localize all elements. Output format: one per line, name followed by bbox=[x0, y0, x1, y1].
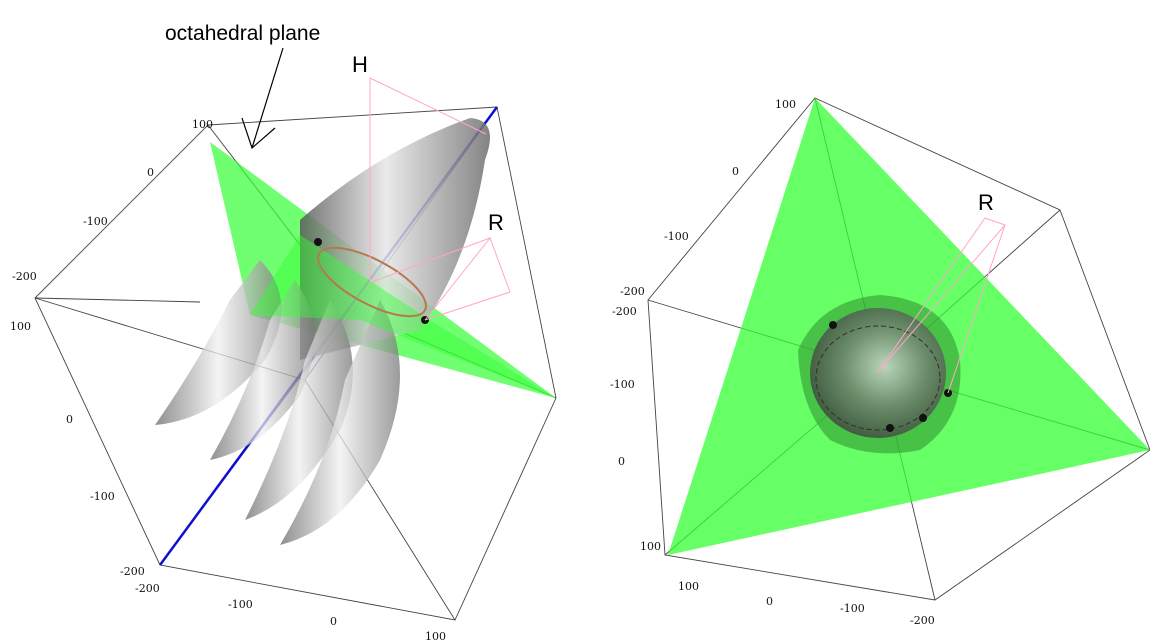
tick-label: 0 bbox=[147, 166, 154, 179]
yield-surface-section bbox=[810, 308, 946, 438]
leader-lines-right bbox=[877, 217, 1006, 394]
tick-label: 0 bbox=[330, 615, 337, 628]
corner-point bbox=[829, 321, 837, 329]
annotation-arrows bbox=[241, 47, 284, 150]
tick-label: 100 bbox=[775, 98, 796, 111]
tick-label: 100 bbox=[192, 118, 213, 131]
tick-label: 100 bbox=[640, 540, 661, 553]
tick-label: -200 bbox=[120, 565, 145, 578]
leader-lines-left bbox=[369, 77, 511, 321]
tick-label: -200 bbox=[620, 285, 645, 298]
left-panel: octahedral plane H R 100 0 -100 -200 100… bbox=[10, 22, 557, 643]
deviatoric-circle bbox=[317, 246, 427, 318]
tick-label: -100 bbox=[664, 230, 689, 243]
tick-label: 100 bbox=[10, 320, 31, 333]
tick-label: -200 bbox=[135, 582, 160, 595]
label-r-left: R bbox=[488, 210, 504, 235]
tick-label: -200 bbox=[910, 614, 935, 627]
tick-label: -200 bbox=[612, 305, 637, 318]
tick-label: -200 bbox=[12, 270, 37, 283]
tick-label: -100 bbox=[228, 598, 253, 611]
tick-label: 100 bbox=[425, 630, 446, 643]
tick-label: 100 bbox=[678, 580, 699, 593]
annotation-octahedral-plane: octahedral plane bbox=[165, 22, 320, 45]
corner-point bbox=[886, 424, 894, 432]
corner-point bbox=[314, 238, 322, 246]
right-panel: R 100 0 -100 -200 -200 -100 0 100 100 0 … bbox=[610, 97, 1150, 627]
tick-label: -100 bbox=[840, 602, 865, 615]
tick-label: 0 bbox=[766, 595, 773, 608]
left-ticks: 100 0 -100 -200 100 0 -100 -200 -200 -10… bbox=[10, 118, 446, 643]
tick-label: -100 bbox=[83, 215, 108, 228]
deviatoric-circle bbox=[815, 325, 941, 431]
label-r-right: R bbox=[978, 190, 994, 215]
label-h: H bbox=[352, 52, 368, 77]
tick-label: -100 bbox=[90, 490, 115, 503]
tick-label: -100 bbox=[610, 378, 635, 391]
tick-label: 0 bbox=[618, 455, 625, 468]
tick-label: 0 bbox=[732, 165, 739, 178]
right-ticks: 100 0 -100 -200 -200 -100 0 100 100 0 -1… bbox=[610, 98, 935, 627]
yield-surface bbox=[155, 118, 490, 545]
corner-point bbox=[919, 414, 927, 422]
tick-label: 0 bbox=[66, 413, 73, 426]
